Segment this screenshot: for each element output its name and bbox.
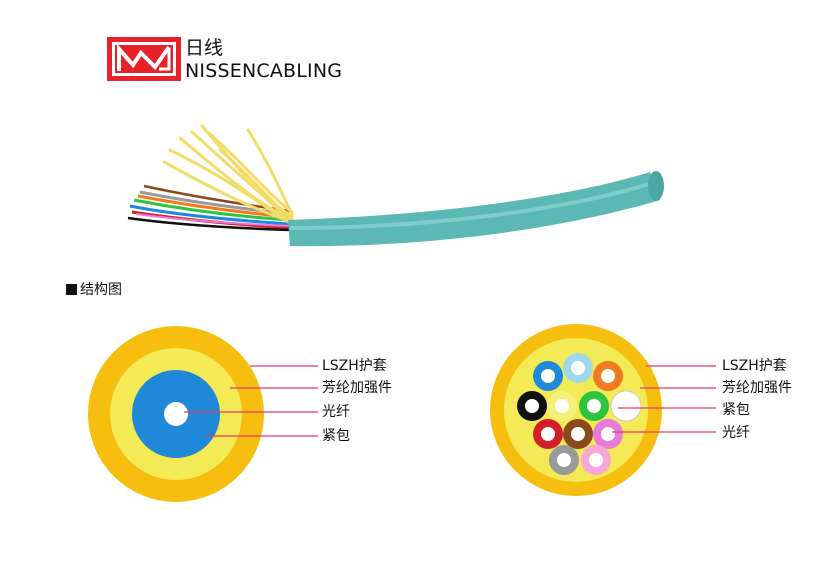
multi-fiber-cross-section xyxy=(490,324,716,496)
leader-lines xyxy=(184,365,318,437)
fiber-core-1 xyxy=(541,369,555,383)
fiber-core-11 xyxy=(557,453,571,467)
section-title-text: 结构图 xyxy=(80,282,122,298)
single-fiber-cross-section xyxy=(88,326,318,502)
fiber-units xyxy=(517,353,642,475)
label-aramid-multi: 芳纶加强件 xyxy=(722,380,792,396)
fiber-core-7 xyxy=(619,399,633,413)
cable-jacket xyxy=(288,172,660,247)
fiber-core-4 xyxy=(525,399,539,413)
fiber-core-12 xyxy=(589,453,603,467)
square-bullet-icon xyxy=(66,284,77,295)
fiber-core-3 xyxy=(601,369,615,383)
label-aramid-single: 芳纶加强件 xyxy=(322,380,392,396)
brand-name-english: NISSENCABLING xyxy=(185,60,343,82)
label-buffer-multi: 紧包 xyxy=(722,402,750,418)
fiber-core-9 xyxy=(571,427,585,441)
fiber-core-2 xyxy=(571,361,585,375)
fiber-core-5 xyxy=(555,399,569,413)
section-title: 结构图 xyxy=(66,282,122,298)
label-fiber-single: 光纤 xyxy=(322,404,350,420)
leader-lines xyxy=(612,365,716,433)
fiber-core-8 xyxy=(541,427,555,441)
brand-logo-mark xyxy=(107,37,181,81)
fiber-core-6 xyxy=(587,399,601,413)
aramid-yarn xyxy=(162,124,294,226)
label-fiber-multi: 光纤 xyxy=(722,425,750,441)
label-buffer-single: 紧包 xyxy=(322,428,350,444)
fiber-core xyxy=(164,402,188,426)
label-jacket-single: LSZH护套 xyxy=(322,358,387,374)
fiber-core-10 xyxy=(601,427,615,441)
brand-name-chinese: 日线 xyxy=(185,37,224,59)
cable-illustration xyxy=(127,124,664,247)
label-jacket-multi: LSZH护套 xyxy=(722,358,787,374)
